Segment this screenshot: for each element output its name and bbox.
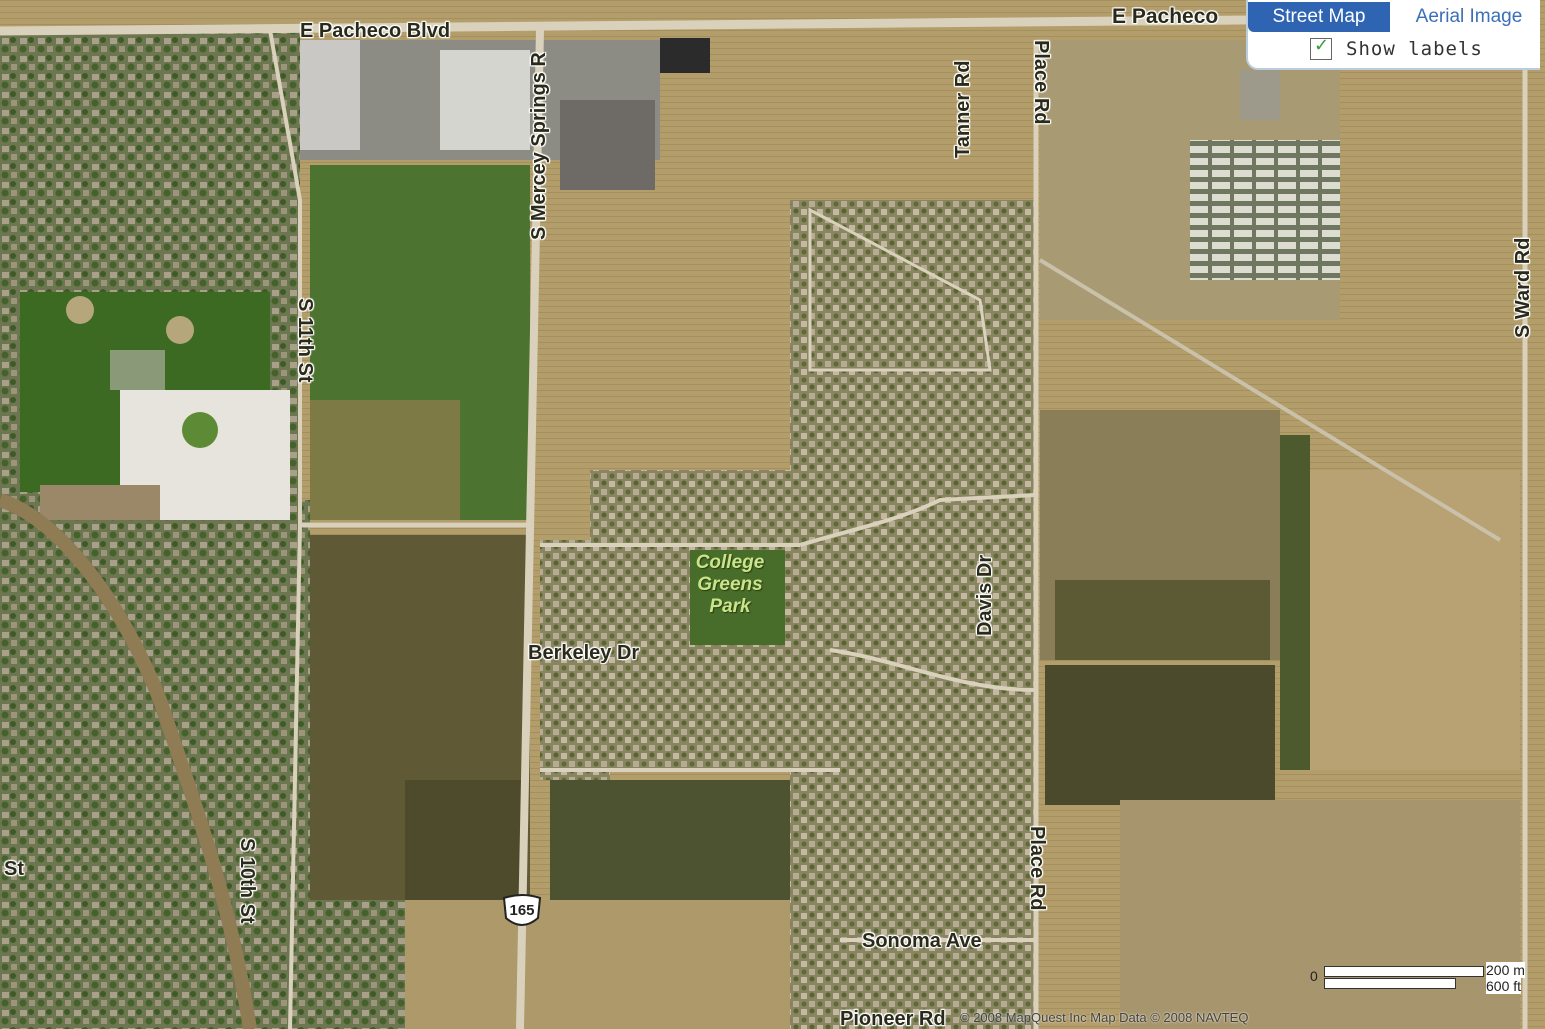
street-map-button[interactable]: Street Map	[1248, 2, 1390, 32]
road-label-e-pacheco: E Pacheco	[1112, 5, 1219, 28]
shield-icon	[502, 894, 542, 926]
route-shield-165: 165	[500, 894, 544, 930]
show-labels-toggle[interactable]: ✓ Show labels	[1310, 35, 1483, 60]
map-type-control: Street Map Aerial Image ✓ Show labels	[1246, 0, 1540, 70]
aerial-image-button[interactable]: Aerial Image	[1415, 6, 1523, 27]
scale-bar: 0 200 m 600 ft	[1310, 962, 1535, 1002]
checkmark-icon: ✓	[1314, 35, 1330, 56]
park-label-line1: College	[695, 552, 765, 573]
road-label-place-rd-north: Place Rd	[1030, 40, 1052, 125]
scale-zero: 0	[1310, 968, 1318, 984]
scale-bar-feet	[1324, 978, 1456, 989]
show-labels-label: Show labels	[1346, 38, 1483, 60]
road-label-place-rd-south: Place Rd	[1026, 826, 1048, 911]
road-label-st-fragment: St	[4, 858, 24, 880]
route-shield-number: 165	[509, 902, 535, 919]
road-label-s-10th-st: S 10th St	[236, 838, 258, 924]
scale-feet-label: 600 ft	[1486, 978, 1522, 994]
park-label-line3: Park	[709, 596, 751, 617]
road-label-berkeley-dr: Berkeley Dr	[528, 642, 640, 664]
road-label-s-ward-rd: S Ward Rd	[1512, 237, 1534, 338]
park-label-college-greens: College Greens Park	[680, 552, 780, 618]
road-label-e-pacheco-blvd: E Pacheco Blvd	[300, 20, 451, 42]
scale-meters-label: 200 m	[1486, 962, 1525, 978]
map-copyright: © 2008 MapQuest Inc Map Data © 2008 NAVT…	[960, 1010, 1249, 1025]
road-label-s-11th-st: S 11th St	[294, 298, 316, 383]
road-label-s-mercey-springs: S Mercey Springs R	[528, 52, 550, 240]
park-label-line2: Greens	[697, 574, 763, 595]
road-label-tanner-rd: Tanner Rd	[952, 60, 974, 158]
road-label-pioneer-rd: Pioneer Rd	[840, 1008, 946, 1029]
scale-bar-meters	[1324, 966, 1484, 977]
road-label-davis-dr: Davis Dr	[974, 554, 996, 636]
road-label-sonoma-ave: Sonoma Ave	[862, 930, 982, 952]
show-labels-checkbox[interactable]: ✓	[1310, 35, 1332, 60]
